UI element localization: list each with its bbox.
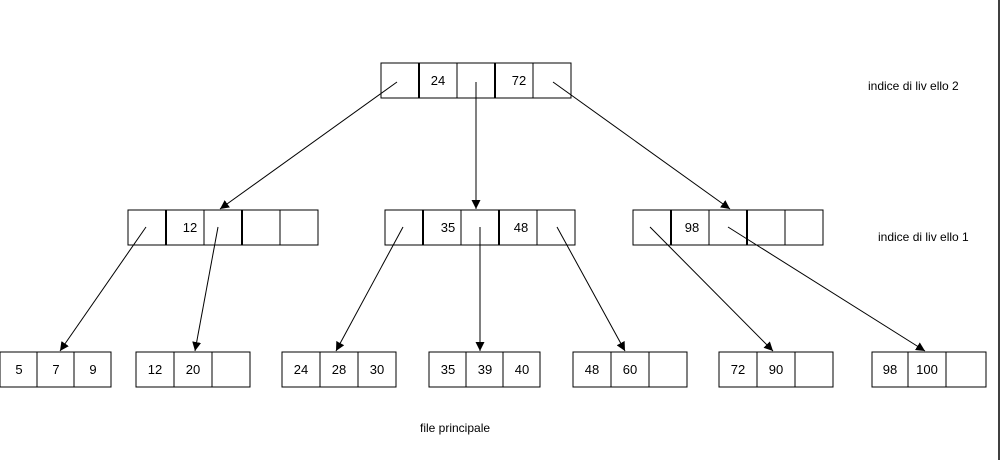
pointer-arrow-node3-to-leaf6 (649, 226, 774, 352)
leaf-2-value-1: 12 (148, 362, 162, 377)
pointer-arrow-node1-to-leaf2 (192, 226, 219, 352)
level1-index-node-3: 98 (632, 209, 824, 246)
leaf-block-3: 24 28 30 (281, 351, 397, 388)
leaf-1-value-1: 5 (15, 362, 22, 377)
leaf-block-4: 35 39 40 (428, 351, 541, 388)
leaf-6-value-2: 90 (769, 362, 783, 377)
leaf-7-value-1: 98 (883, 362, 897, 377)
leaf-block-6: 72 90 (718, 351, 834, 388)
leaf-6-value-1: 72 (731, 362, 745, 377)
leaf-4-value-1: 35 (441, 362, 455, 377)
pointer-arrow-root-to-node3 (552, 81, 731, 210)
pointer-arrow-node2-to-leaf3 (335, 226, 404, 352)
level1-node-2-key-2: 48 (514, 220, 528, 235)
leaf-3-value-3: 30 (370, 362, 384, 377)
leaf-block-1: 5 7 9 (0, 351, 112, 388)
leaf-block-2: 12 20 (135, 351, 251, 388)
leaf-block-7: 98 100 (871, 351, 987, 388)
leaf-1-value-2: 7 (52, 362, 59, 377)
leaf-4-value-3: 40 (515, 362, 529, 377)
pointer-arrow-node1-to-leaf1 (59, 226, 147, 352)
pointer-arrow-node2-to-leaf5 (556, 226, 626, 352)
leaf-2-value-2: 20 (186, 362, 200, 377)
leaf-3-value-2: 28 (332, 362, 346, 377)
leaf-3-value-1: 24 (294, 362, 308, 377)
root-key-2: 72 (512, 73, 526, 88)
leaf-4-value-2: 39 (478, 362, 492, 377)
pointer-arrow-node3-to-leaf7 (727, 226, 926, 352)
root-key-1: 24 (431, 73, 445, 88)
pointer-arrow-root-to-node1 (219, 81, 398, 210)
label-main-file: file principale (420, 421, 490, 435)
level1-node-1-key: 12 (183, 220, 197, 235)
level1-index-node-1: 12 (127, 209, 319, 246)
leaf-block-5: 48 60 (572, 351, 688, 388)
level1-node-3-key: 98 (685, 220, 699, 235)
label-index-level-1: indice di liv ello 1 (878, 230, 969, 244)
leaf-7-value-2: 100 (916, 362, 938, 377)
level1-node-2-key-1: 35 (441, 220, 455, 235)
label-index-level-2: indice di liv ello 2 (868, 79, 959, 93)
leaf-5-value-1: 48 (585, 362, 599, 377)
leaf-5-value-2: 60 (623, 362, 637, 377)
leaf-1-value-3: 9 (89, 362, 96, 377)
